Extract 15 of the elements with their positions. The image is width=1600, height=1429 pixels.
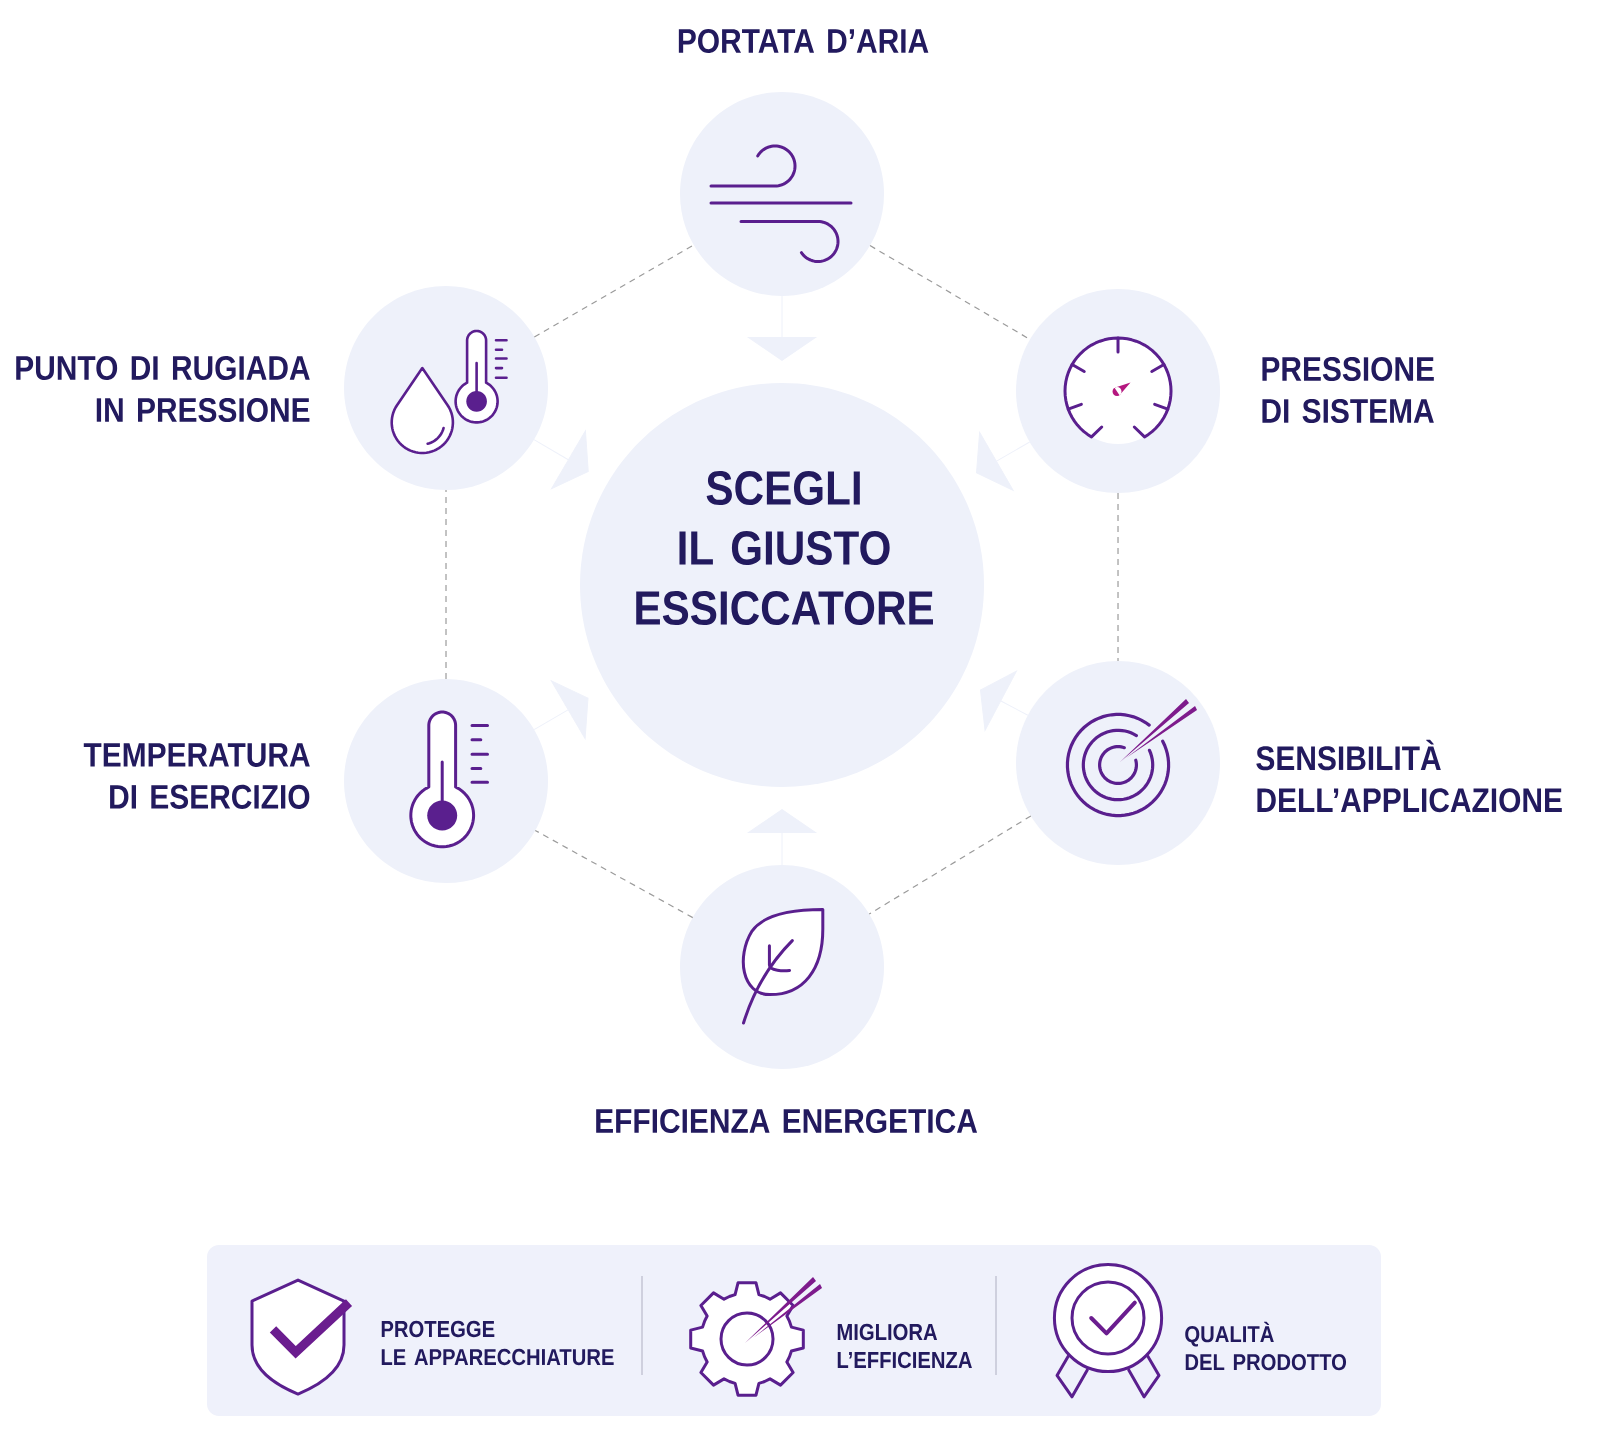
topic-label: TEMPERATURA DI ESERCIZIO [83, 743, 310, 809]
dashed-line [868, 815, 1032, 915]
topic-label: SENSIBILITÀ DELL’APPLICAZIONE [1256, 739, 1562, 813]
dashed-line [869, 245, 1031, 341]
topic-label: EFFICIENZA ENERGETICA [596, 1108, 978, 1134]
dashed-line [533, 244, 695, 338]
topic-label: PORTATA D’ARIA [678, 28, 929, 54]
topic-label: PUNTO DI RUGIADA IN PRESSIONE [16, 355, 310, 423]
benefit-text: MIGLIORA L’EFFICIENZA [837, 1323, 972, 1369]
benefit-text: PROTEGGE LE APPARECCHIATURE [381, 1320, 614, 1366]
topic-label: PRESSIONE DI SISTEMA [1262, 356, 1434, 424]
dashed-line [1117, 492, 1119, 662]
benefit-text: QUALITÀ DEL PRODOTTO [1185, 1321, 1347, 1371]
dashed-line [534, 829, 694, 919]
dashed-line [445, 489, 447, 680]
